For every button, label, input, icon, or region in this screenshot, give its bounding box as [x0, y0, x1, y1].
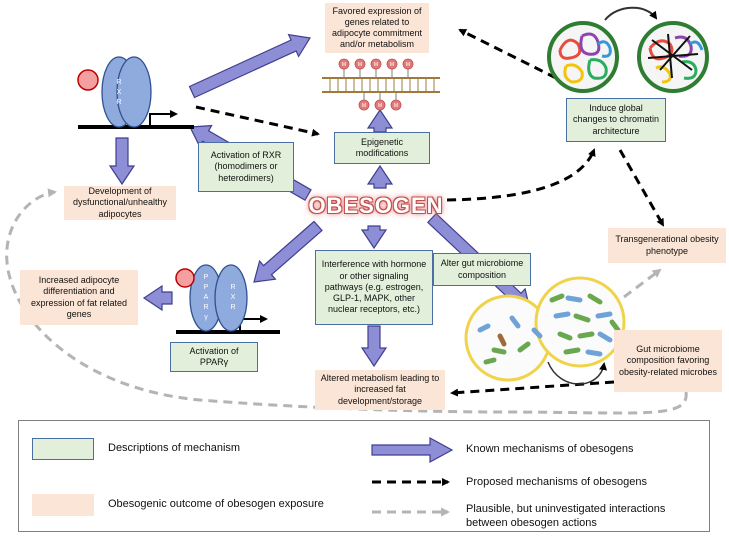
- interference-box: Interference with hormone or other signa…: [315, 250, 433, 325]
- legend-peach-swatch: [32, 494, 94, 516]
- chromatin-box: Induce global changes to chromatin archi…: [566, 98, 666, 142]
- dashed-arrow-gut-to-metabolism: [450, 380, 615, 397]
- favored-expression-box: Favored expression of genes related to a…: [325, 3, 429, 53]
- proposed-mechanism-arrows: [195, 28, 665, 397]
- gut-alter-box: Alter gut microbiome composition: [433, 253, 531, 286]
- ppar-rxr-illustration: P P A R γ R X R: [175, 264, 280, 334]
- methyl-mark: M: [390, 62, 394, 68]
- legend: [18, 420, 710, 532]
- gut-favoring-box: Gut microbiome composition favoring obes…: [614, 330, 722, 392]
- ppar-rxr-letter-2: X: [231, 294, 236, 301]
- rxr-letter-1: R: [116, 79, 121, 86]
- legend-green-label: Descriptions of mechanism: [108, 442, 241, 454]
- solid-arrow-rxr-to-favored: [188, 33, 311, 99]
- legend-arrow-samples: [371, 436, 454, 517]
- altered-metabolism-box: Altered metabolism leading to increased …: [315, 370, 445, 410]
- solid-arrow-obesogen-to-interference: [360, 225, 388, 250]
- legend-grey-dashed-label: Plausible, but uninvestigated interactio…: [466, 503, 666, 529]
- rxr-letter-3: R: [116, 99, 121, 106]
- ppar-activation-box: Activation of PPARγ: [170, 342, 258, 372]
- ppar-rxr-letter-3: R: [230, 304, 235, 311]
- rxr-activation-box: Activation of RXR (homodimers or heterod…: [198, 142, 294, 192]
- chromatin-illustration: [547, 6, 709, 93]
- methyl-mark: M: [342, 62, 346, 68]
- solid-arrow-epigenetic-to-dna: [366, 108, 394, 133]
- methyl-mark: M: [374, 62, 378, 68]
- dashed-arrow-chromatin-to-transgenerational: [618, 149, 665, 227]
- legend-solid-label: Known mechanisms of obesogens: [466, 443, 634, 455]
- legend-black-dashed-label: Proposed mechanisms of obesogens: [466, 476, 647, 488]
- ppar-letter-5: γ: [204, 314, 208, 321]
- ppar-letter-3: A: [204, 294, 209, 301]
- legend-green-swatch: [32, 438, 94, 460]
- solid-arrow-obesogen-to-epigenetic: [366, 164, 394, 189]
- dashed-arrow-rxr-to-epigenetic: [195, 105, 320, 137]
- solid-arrow-interference-to-metabolism: [360, 325, 388, 368]
- obesogen-center-label: OBESOGEN: [308, 193, 444, 218]
- legend-solid-arrow: [371, 436, 454, 464]
- transgenerational-box: Transgenerational obesity phenotype: [608, 228, 726, 263]
- gut-microbiome-illustration: [464, 276, 626, 385]
- dysfunctional-adipocytes-box: Development of dysfunctional/unhealthy a…: [64, 186, 176, 220]
- solid-arrow-rxr-to-dysfunctional: [108, 137, 136, 186]
- methyl-mark: M: [362, 103, 366, 109]
- epigenetic-box: Epigenetic modifications: [334, 132, 430, 164]
- dashed-arrow-chromatin-to-favored: [458, 28, 557, 80]
- ppar-letter-4: R: [203, 304, 208, 311]
- solid-arrow-ppar-to-increased: [142, 284, 173, 312]
- solid-arrow-obesogen-to-ppar: [253, 220, 323, 283]
- legend-peach-label: Obesogenic outcome of obesogen exposure: [108, 498, 324, 510]
- rxr-dimer-illustration: R X R: [77, 56, 194, 129]
- methylated-dna-illustration: M M M M M M M M: [322, 58, 440, 111]
- methyl-mark: M: [358, 62, 362, 68]
- plausible-interaction-arrows: [5, 188, 688, 415]
- grey-arrow-loop-to-dysfunctional: [5, 188, 688, 415]
- grey-arrow-gut-to-transgenerational: [611, 268, 662, 308]
- increased-differentiation-box: Increased adipocyte differentiation and …: [20, 270, 138, 325]
- methyl-mark: M: [406, 62, 410, 68]
- dashed-arrow-obesogen-to-chromatin: [446, 148, 596, 202]
- ppar-letter-2: P: [204, 284, 209, 291]
- methyl-mark: M: [378, 103, 382, 109]
- methyl-mark: M: [394, 103, 398, 109]
- ppar-rxr-letter-1: R: [230, 284, 235, 291]
- ppar-letter-1: P: [204, 274, 209, 281]
- rxr-letter-2: X: [117, 89, 122, 96]
